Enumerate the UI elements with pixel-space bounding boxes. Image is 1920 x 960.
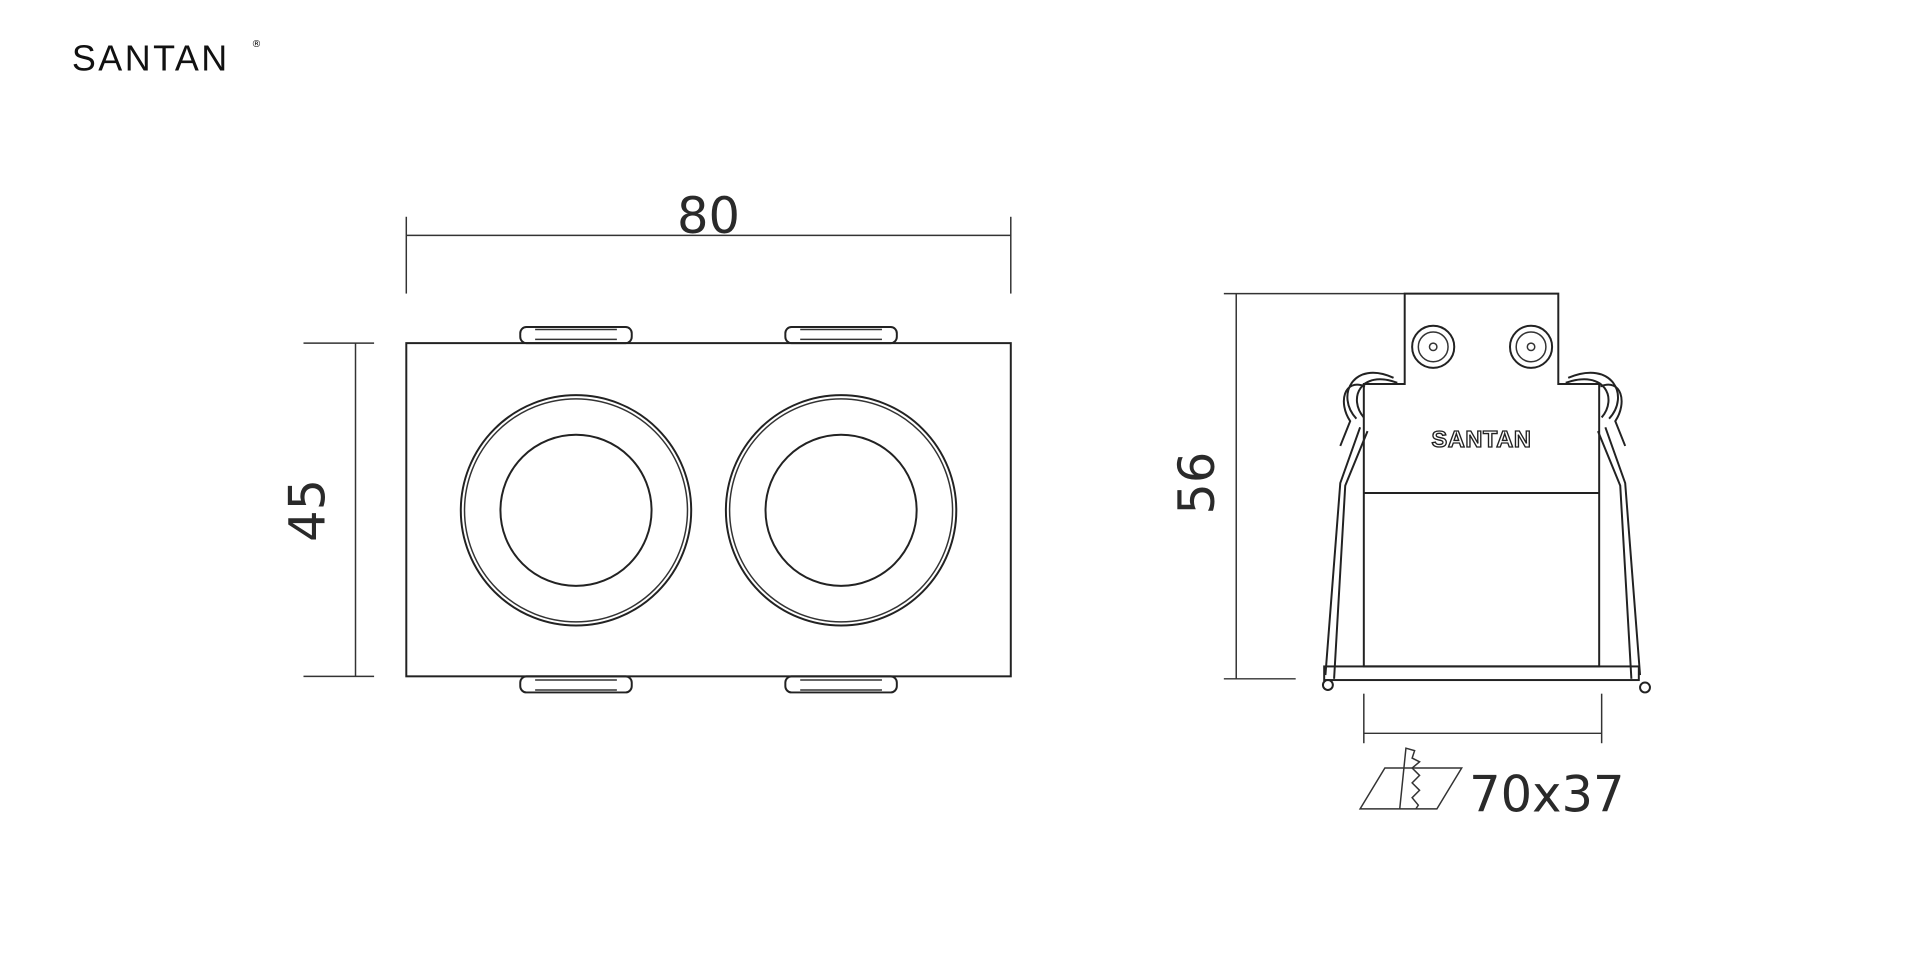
- brand-logo-text: SANTAN: [72, 38, 230, 79]
- lamp-left: [459, 394, 693, 627]
- height-dimension-label: 45: [279, 479, 337, 542]
- brand-logo: SANTAN ®: [72, 38, 262, 79]
- flange: [1323, 665, 1640, 682]
- registered-mark: ®: [251, 39, 261, 50]
- spring-clips: [1321, 371, 1651, 694]
- width-dimension: 80: [405, 187, 1012, 294]
- lamp-right: [724, 394, 958, 627]
- mounting-tabs: [519, 326, 898, 694]
- side-view: 56 SANTAN 70x3: [1168, 292, 1651, 823]
- side-height-dimension-label: 56: [1168, 452, 1226, 515]
- screw-left-icon: [1411, 324, 1456, 369]
- front-view: 80 45: [279, 187, 1012, 694]
- side-height-dimension: 56: [1168, 292, 1405, 680]
- trim-plate: [405, 342, 1012, 678]
- height-dimension: 45: [279, 342, 375, 678]
- housing-body: [1362, 292, 1601, 668]
- cutout-dimension-label: 70x37: [1469, 765, 1624, 823]
- housing-logo: SANTAN: [1432, 426, 1532, 452]
- width-dimension-label: 80: [677, 187, 740, 245]
- cutout-saw-icon: [1358, 747, 1463, 810]
- cutout-dimension: 70x37: [1358, 693, 1624, 823]
- screw-right-icon: [1508, 324, 1554, 369]
